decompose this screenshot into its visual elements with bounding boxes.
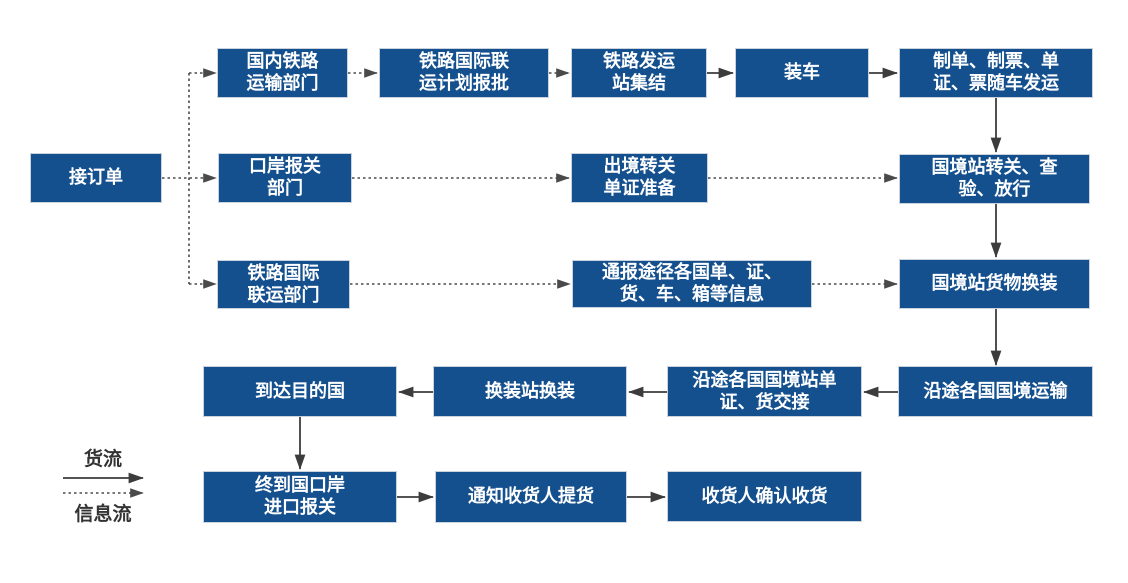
node-intl-plan-approval: 铁路国际联 运计划报批 [379,48,549,98]
node-consignee-confirm: 收货人确认收货 [667,471,862,522]
node-departure-station-assembly: 铁路发运 站集结 [571,48,707,98]
node-intl-liaison-dept: 铁路国际 联运部门 [217,260,350,309]
node-docs-with-train: 制单、制票、单 证、票随车发运 [899,48,1093,98]
node-loading: 装车 [735,48,869,98]
legend-cargo-label: 货流 [83,449,122,470]
node-border-station-handover: 沿途各国国境站单 证、货交接 [667,366,862,417]
node-border-station-transship: 国境站货物换装 [899,259,1090,309]
node-port-customs-dept: 口岸报关 部门 [218,153,352,203]
legend-info-label: 信息流 [74,504,132,525]
node-notify-countries-info: 通报途径各国单、证、 货、车、箱等信息 [572,260,812,308]
node-receive-order: 接订单 [30,153,162,203]
node-exit-transfer-docs: 出境转关 单证准备 [571,153,708,203]
node-transship-station: 换装站换装 [433,366,627,417]
node-arrive-destination: 到达目的国 [203,366,397,417]
node-border-transport: 沿途各国国境运输 [898,366,1093,417]
node-notify-consignee: 通知收货人提货 [435,471,627,523]
node-final-port-customs: 终到国口岸 进口报关 [203,471,397,523]
node-border-station-clearance: 国境站转关、查 验、放行 [899,154,1090,204]
node-domestic-rail-dept: 国内铁路 运输部门 [217,48,348,98]
